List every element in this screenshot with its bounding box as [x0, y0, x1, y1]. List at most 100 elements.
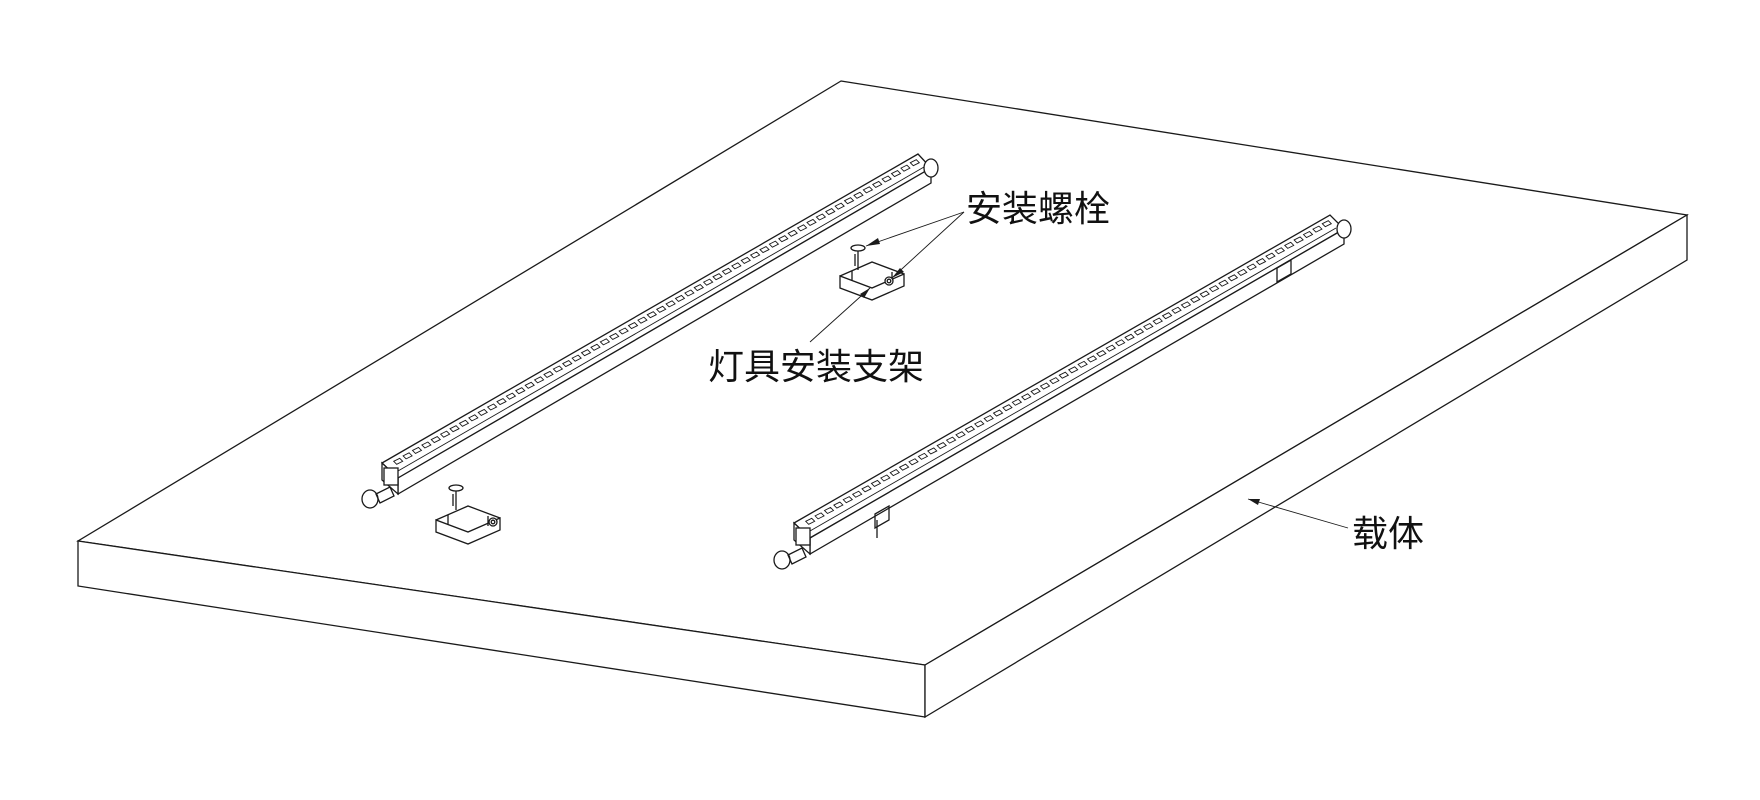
light-fixture-left	[361, 153, 939, 509]
led-segment	[1218, 279, 1229, 287]
led-segment	[496, 398, 507, 406]
led-segment	[1086, 355, 1098, 363]
led-segment	[562, 360, 573, 368]
led-segment	[1237, 268, 1248, 276]
led-segment	[1114, 339, 1126, 347]
led-segment	[862, 186, 874, 194]
led-segment	[974, 420, 985, 428]
led-segment	[1020, 393, 1032, 401]
led-segment	[834, 202, 845, 210]
led-segment	[552, 365, 564, 373]
led-segment	[637, 316, 648, 324]
led-segment	[421, 441, 432, 449]
led-segment	[1255, 258, 1267, 266]
led-segment	[890, 170, 902, 178]
led-segment	[917, 452, 929, 460]
bolt-nut	[884, 276, 894, 286]
led-segment	[505, 392, 517, 400]
led-segment	[590, 343, 601, 351]
led-segment	[945, 436, 957, 444]
led-segment	[1199, 290, 1210, 298]
led-segment	[853, 191, 864, 199]
led-segment	[1133, 328, 1145, 336]
led-segment	[1227, 274, 1239, 282]
bracket-kit-lower	[435, 484, 501, 545]
led-segment	[1312, 225, 1323, 233]
led-segment	[787, 229, 798, 237]
led-segment	[843, 197, 855, 205]
label-bolt: 安装螺栓	[966, 189, 1111, 230]
led-segment	[627, 322, 639, 330]
led-segment	[881, 175, 892, 183]
led-segment	[646, 311, 658, 319]
led-segment	[721, 267, 733, 275]
led-segment	[1096, 350, 1107, 358]
cable-connector-left-end	[361, 489, 379, 509]
led-segment	[1302, 230, 1314, 239]
led-segment	[1011, 398, 1023, 406]
led-segment	[449, 425, 460, 433]
led-segment	[825, 208, 836, 216]
led-segment	[655, 305, 667, 313]
bolt-screw	[448, 484, 464, 510]
led-segment	[674, 294, 686, 302]
led-segment	[1208, 285, 1220, 293]
cable-connector-right-end	[1336, 219, 1352, 239]
cable-connector-right-end	[923, 158, 939, 178]
led-segment	[992, 409, 1004, 417]
led-segment	[515, 387, 526, 395]
led-segment	[712, 273, 723, 281]
led-segment	[842, 496, 854, 504]
led-segment	[693, 284, 705, 292]
led-segment	[804, 517, 816, 525]
led-segment	[1067, 366, 1079, 374]
led-segment	[477, 408, 488, 416]
led-segment	[833, 501, 844, 509]
bolt-screw	[850, 244, 866, 270]
mounted-bracket	[1276, 258, 1292, 284]
led-segment	[955, 431, 966, 439]
led-segment	[851, 490, 863, 498]
led-segment	[815, 213, 827, 221]
cable-connector-left-end	[773, 550, 791, 570]
fixture-inner-edge	[809, 227, 1337, 532]
led-segment	[898, 463, 910, 471]
led-segment	[486, 403, 498, 411]
led-segment	[1030, 387, 1041, 395]
led-segment	[880, 474, 891, 482]
led-segment	[1105, 344, 1117, 352]
led-segment	[1058, 371, 1070, 379]
led-segment	[458, 419, 470, 427]
led-segment	[759, 246, 770, 254]
led-segment	[1161, 312, 1173, 320]
led-segment	[908, 458, 919, 466]
carrier-slab	[76, 80, 1689, 719]
leader-bolt-nut	[891, 211, 965, 279]
led-segment	[983, 414, 994, 423]
led-segment	[1152, 317, 1163, 325]
led-segment	[740, 256, 751, 264]
led-segment	[909, 159, 921, 167]
led-segment	[543, 370, 554, 378]
led-segment	[1143, 322, 1154, 331]
led-segment	[927, 447, 938, 455]
leader-bracket	[809, 287, 871, 343]
led-segment	[1265, 252, 1276, 260]
led-segment	[1124, 333, 1135, 341]
led-segment	[430, 436, 442, 444]
led-segment	[1039, 382, 1051, 390]
led-segment	[871, 180, 883, 188]
led-segment	[599, 338, 611, 346]
led-segment	[900, 164, 911, 172]
led-segment	[618, 327, 629, 335]
led-segment	[1321, 220, 1333, 228]
leader-bolt-screw	[865, 211, 965, 247]
label-bracket: 灯具安装支架	[708, 347, 925, 388]
leader-lines	[809, 211, 1349, 529]
mounting-bracket	[839, 273, 905, 301]
mounted-bracket	[874, 504, 890, 530]
led-segment	[731, 262, 742, 270]
led-segment	[608, 332, 620, 340]
led-segment	[392, 457, 404, 465]
